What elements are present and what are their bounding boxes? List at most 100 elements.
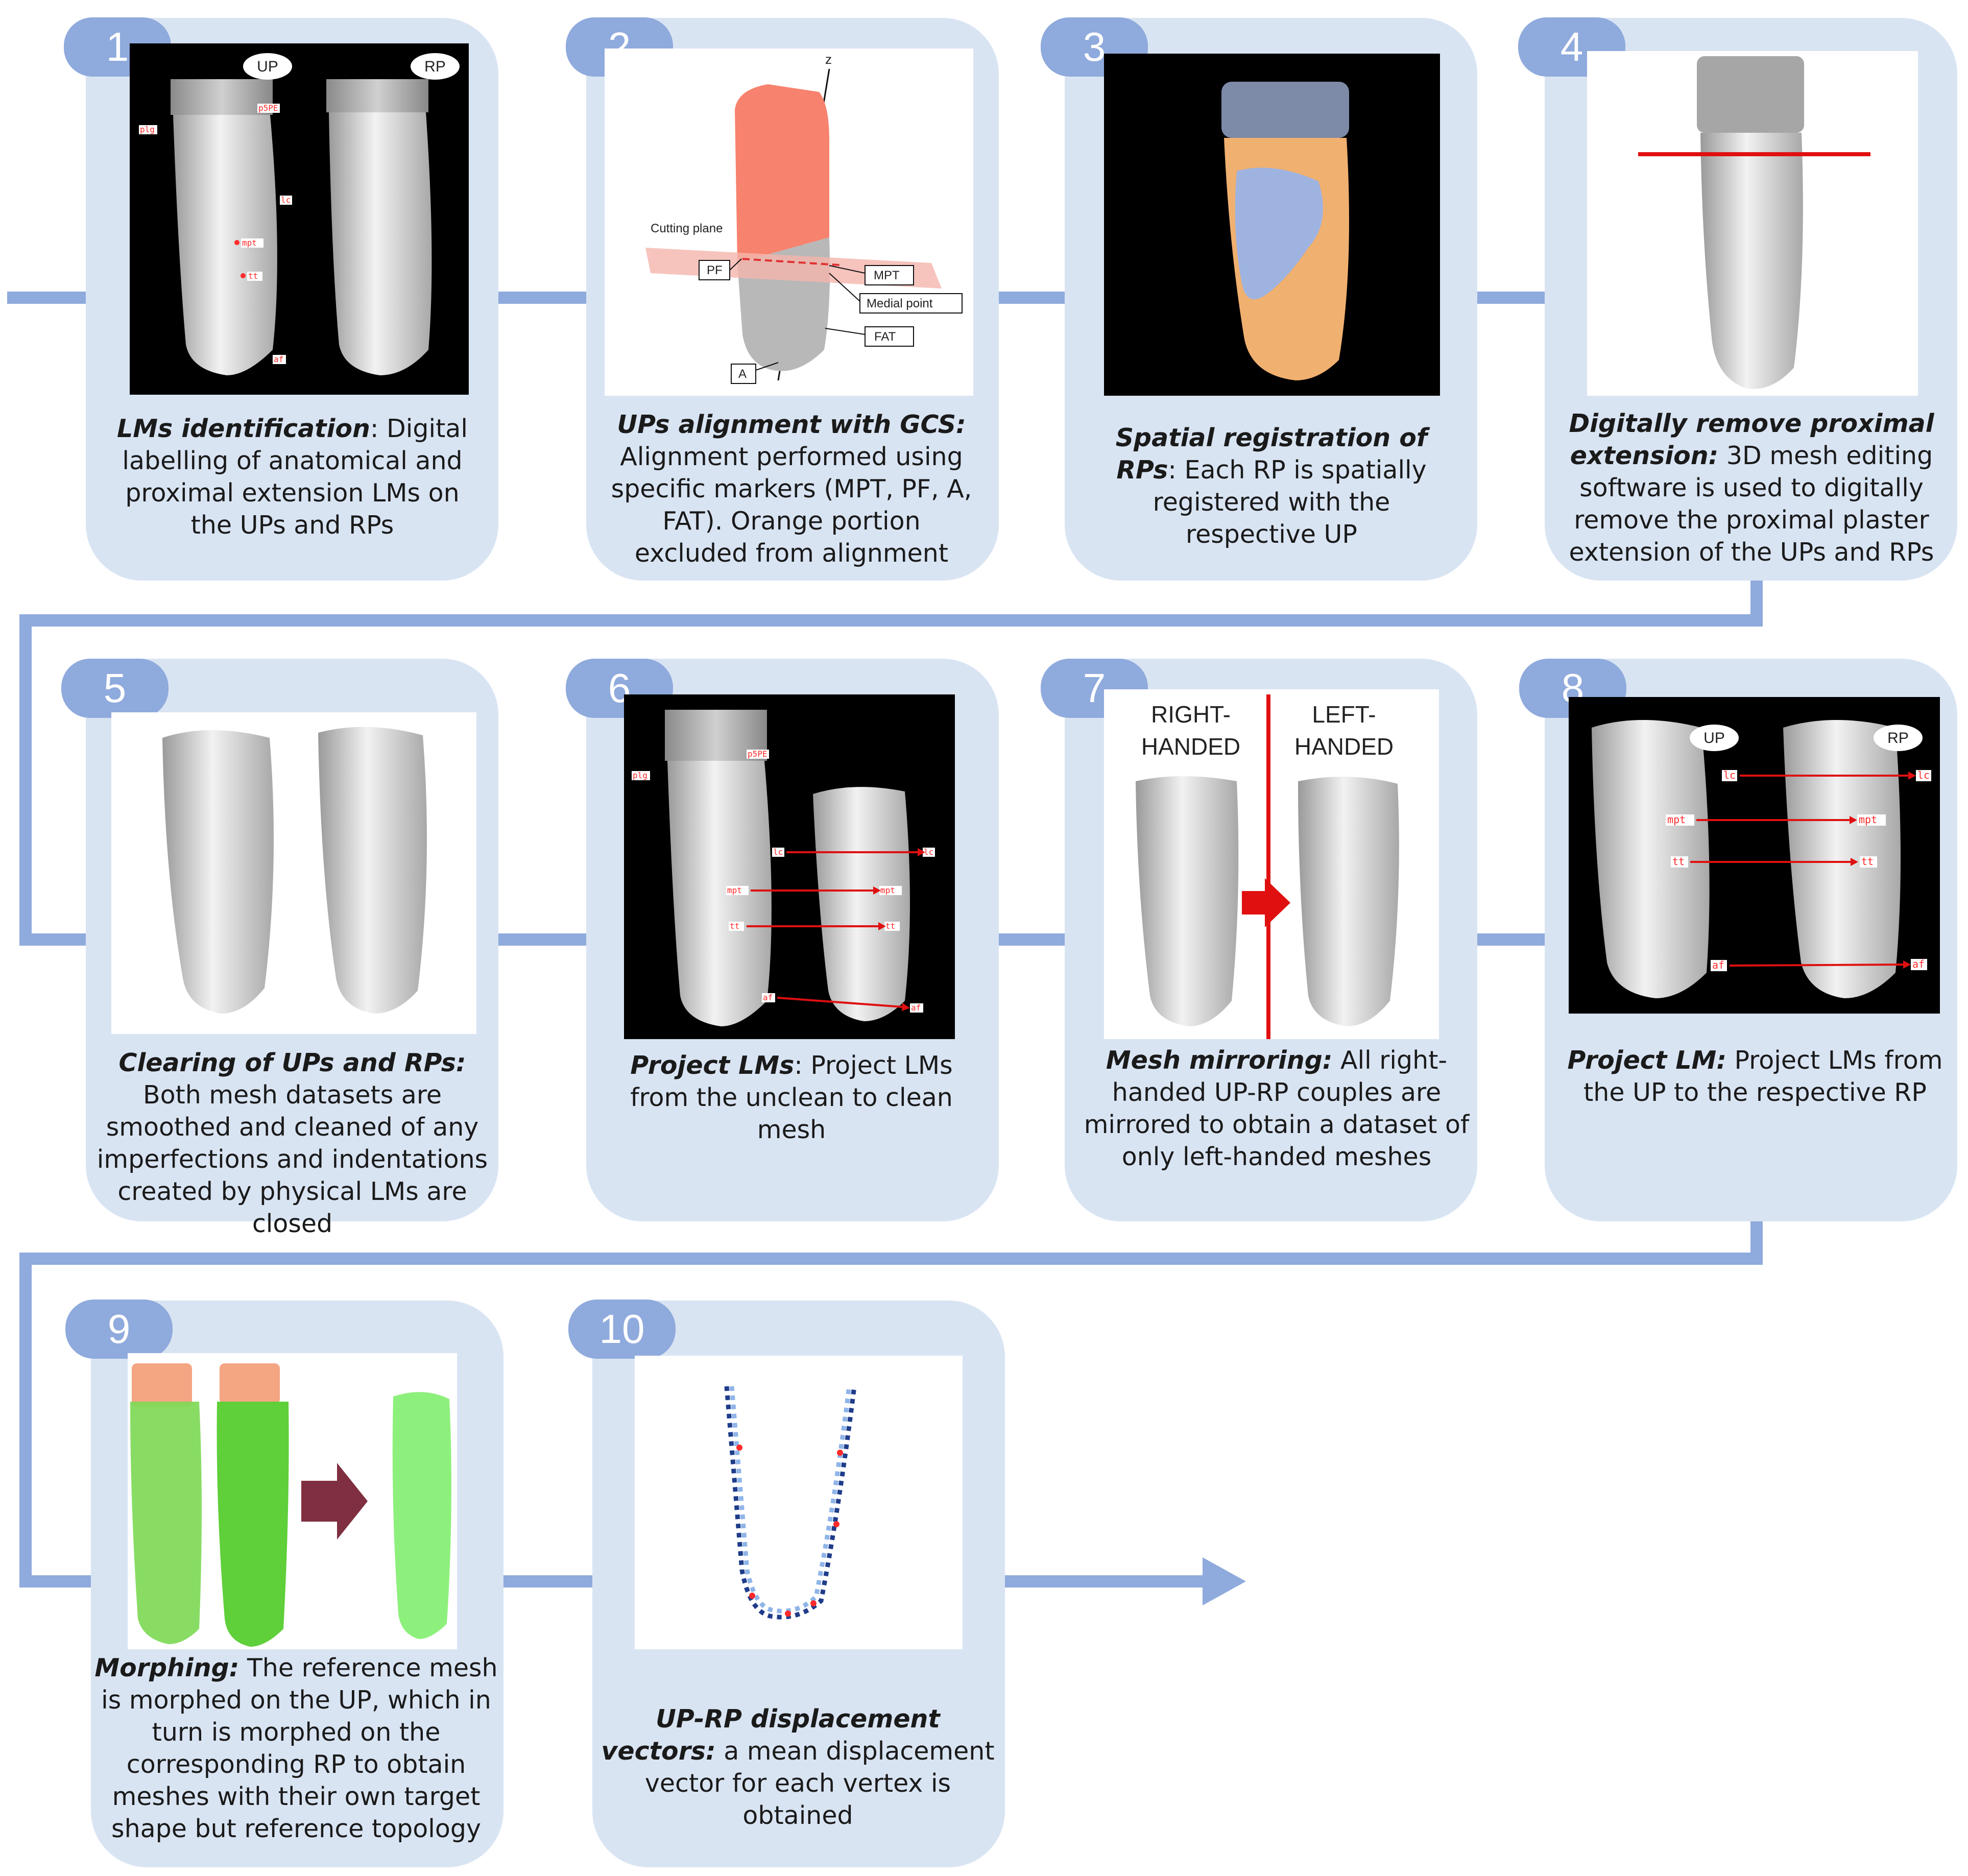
up-morphed-rp (217, 1402, 289, 1647)
step-10-image (635, 1356, 963, 1649)
step-1-title: LMs identification (117, 414, 370, 443)
marker-a: A (738, 367, 747, 381)
step-2-caption: UPs alignment with GCS: Alignment perfor… (608, 408, 975, 569)
step-2-text: Alignment performed using specific marke… (611, 442, 972, 568)
step-1-text: Digital labelling of anatomical and prox… (122, 414, 468, 540)
cutting-plane-label: Cutting plane (651, 222, 723, 235)
step-3-text: Each RP is spatially registered with the… (1153, 455, 1427, 549)
displacement-contour-light (729, 1386, 852, 1614)
step-1-caption: LMs identification: Digital labelling of… (117, 414, 468, 540)
step-8-image: UP RP lc lc mpt mpt tt tt af af (1569, 697, 1940, 1014)
landmark-plg: plg (140, 125, 155, 134)
rp-label: RP (1887, 730, 1909, 747)
step-4-text: 3D mesh editing software is used to digi… (1569, 441, 1934, 567)
up-plaster-extension (171, 79, 273, 115)
step-7-image: RIGHT- HANDED LEFT- HANDED (1104, 689, 1439, 1039)
rp-plaster-extension (326, 79, 428, 112)
step-badge-5: 5 (61, 659, 169, 718)
up-label: UP (1703, 730, 1725, 747)
step-4-title: Digitally remove proximal extension: (1569, 409, 1934, 470)
landmark-mpt-target: mpt (1859, 813, 1877, 826)
landmark-plg: plg (633, 771, 647, 780)
marker-mpt: MPT (874, 269, 900, 282)
up-mesh-blue (1235, 167, 1323, 300)
cleaned-up-mesh (162, 730, 274, 1014)
registered-extension (1221, 82, 1349, 138)
cleaned-rp-mesh (318, 727, 427, 1014)
step-8-caption: Project LM: Project LMs from the UP to t… (1564, 1044, 1947, 1109)
step-7-title: Mesh mirroring: (1106, 1046, 1333, 1075)
right-handed-mesh (1136, 776, 1239, 1026)
up-mesh (1592, 720, 1710, 998)
landmark-mpt: mpt (242, 238, 257, 248)
landmark-af-target: af (1912, 958, 1925, 970)
step-2-title: UPs alignment with GCS: (617, 410, 966, 439)
landmark-af-source: af (1712, 959, 1724, 971)
right-handed-label-1: RIGHT- (1151, 701, 1231, 728)
step-5-caption: Clearing of UPs and RPs: Both mesh datas… (92, 1047, 493, 1240)
morph-arrow-icon (301, 1463, 368, 1540)
rp-label: RP (424, 58, 446, 75)
step-5-image (111, 712, 476, 1034)
landmark-af: af (274, 354, 283, 364)
step-4-caption: Digitally remove proximal extension: 3D … (1540, 407, 1963, 568)
landmark-mpt-source: mpt (1667, 813, 1686, 826)
step-10-text: a mean displacement vector for each vert… (644, 1737, 995, 1830)
clean-mesh (813, 787, 910, 1021)
z-axis-label: z (825, 52, 832, 67)
rp-mesh (1783, 720, 1901, 998)
landmark-lc: lc (281, 195, 291, 205)
landmark-lc-source: lc (773, 847, 783, 857)
step-3-title: Spatial registration of RPs (1115, 423, 1428, 485)
step-2-image: z Cutting plane PF MPT Medial point FAT … (605, 49, 973, 396)
landmark-mpt-source: mpt (727, 885, 742, 895)
plaster-extension (1697, 56, 1804, 133)
unclean-mesh (667, 761, 772, 1026)
landmark-lc-target: lc (1917, 769, 1930, 781)
step-8-title: Project LM: (1567, 1046, 1726, 1075)
step-8-text: Project LMs from the UP to the respectiv… (1583, 1046, 1943, 1107)
reference-mesh-top-1 (132, 1363, 192, 1407)
step-6-caption: Project LMs: Project LMs from the unclea… (630, 1051, 953, 1144)
step-9-image (128, 1353, 457, 1649)
left-handed-label-2: HANDED (1294, 733, 1394, 760)
landmark-tt-source: tt (730, 921, 739, 931)
step-6-title: Project LMs (630, 1051, 795, 1080)
landmark-tt-target: tt (885, 921, 895, 931)
step-7-caption: Mesh mirroring: All right-handed UP-RP c… (1077, 1044, 1476, 1173)
rp-limb-mesh (329, 112, 432, 375)
reference-mesh-top-2 (220, 1363, 280, 1404)
up-label-bubble (243, 53, 292, 80)
excluded-orange-portion (735, 84, 829, 263)
step-10-caption: UP-RP displacement vectors: a mean displ… (600, 1703, 996, 1832)
flow-arrowhead-icon (1203, 1557, 1246, 1605)
landmark-tt-target: tt (1861, 855, 1874, 868)
step-7-text: All right-handed UP-RP couples are mirro… (1084, 1046, 1470, 1171)
step-1-image: UP RP p5PE plg lc mpt tt af (130, 43, 469, 395)
step-3-image (1104, 54, 1440, 396)
final-morphed-mesh (392, 1392, 451, 1639)
step-6-image: p5PE plg lc lc mpt mpt tt tt af af (624, 694, 955, 1039)
step-6-text: Project LMs from the unclean to clean me… (630, 1051, 953, 1144)
left-handed-label-1: LEFT- (1312, 701, 1376, 728)
step-badge-9: 9 (65, 1300, 173, 1359)
landmark-af-target: af (911, 1003, 921, 1013)
marker-medial-point: Medial point (867, 297, 933, 310)
left-handed-mesh (1298, 777, 1399, 1026)
landmark-lc-source: lc (1723, 769, 1736, 781)
step-4-image (1587, 51, 1918, 396)
rp-label-bubble (411, 53, 460, 80)
landmark-af-source: af (763, 993, 773, 1002)
step-9-title: Morphing: (94, 1653, 239, 1682)
step-3-caption: Spatial registration of RPs: Each RP is … (1115, 423, 1428, 549)
marker-fat: FAT (874, 330, 896, 344)
step-10-title: UP-RP displacement vectors: (601, 1704, 940, 1766)
connector-8-9 (19, 1220, 1763, 1588)
step-5-text: Both mesh datasets are smoothed and clea… (97, 1080, 488, 1238)
landmark-tt: tt (248, 271, 258, 281)
landmark-p5pe: p5PE (258, 103, 278, 113)
up-limb-mesh (173, 115, 277, 375)
step-badge-10: 10 (568, 1300, 676, 1359)
landmark-lc-target: lc (924, 847, 933, 857)
